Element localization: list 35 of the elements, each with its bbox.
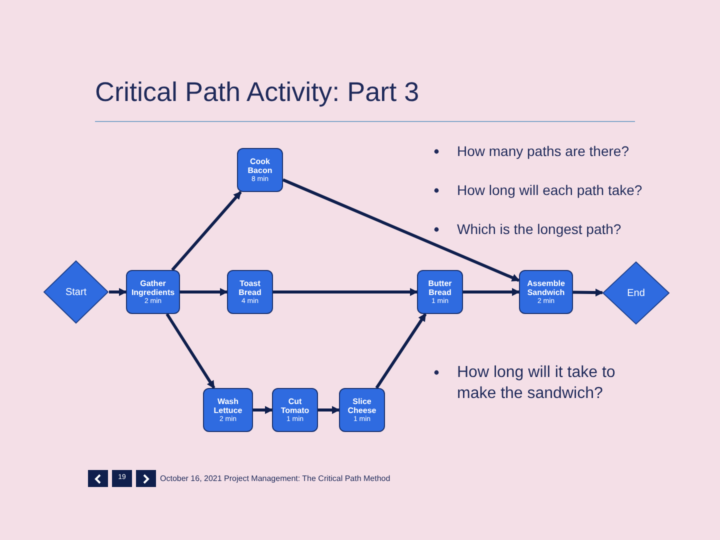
question-text: How long will each path take? — [457, 181, 642, 200]
activity-name: Cut Tomato — [280, 396, 310, 414]
question-text: How long will it take to make the sandwich? — [457, 363, 616, 404]
footer-text: October 16, 2021 Project Management: The Critical Path Method — [160, 473, 390, 485]
arrow — [273, 288, 418, 296]
title: Critical Path Activity: Part 3 — [95, 76, 420, 109]
question-text: Which is the longest path? — [457, 220, 622, 239]
activity-box — [227, 270, 273, 314]
activity-box — [203, 388, 253, 432]
activity-box — [519, 270, 573, 314]
activity-box — [417, 270, 463, 314]
question-text: How many paths are there? — [457, 142, 629, 161]
activity-name: Gather Ingredients — [130, 278, 176, 296]
arrow — [318, 406, 340, 414]
arrow — [171, 191, 242, 271]
activity-name: Slice Cheese — [346, 396, 378, 414]
node-label: End — [627, 286, 645, 300]
activity-box — [272, 388, 318, 432]
activity-name: Cook Bacon — [246, 156, 274, 174]
arrow — [375, 313, 427, 389]
arrow — [253, 406, 273, 414]
activity-box — [126, 270, 180, 314]
arrow — [109, 288, 127, 296]
activity-name: Butter Bread — [427, 278, 453, 296]
arrow — [572, 288, 604, 297]
node-label: Start — [65, 286, 87, 300]
activity-name: Assemble Sandwich — [526, 278, 566, 296]
arrow — [463, 288, 520, 296]
activity-box — [339, 388, 385, 432]
activity-name: Toast Bread — [238, 278, 262, 296]
arrow — [180, 288, 228, 296]
activity-name: Wash Lettuce — [212, 396, 244, 414]
arrow — [282, 178, 520, 282]
activity-box — [237, 148, 283, 192]
arrow — [166, 313, 216, 389]
